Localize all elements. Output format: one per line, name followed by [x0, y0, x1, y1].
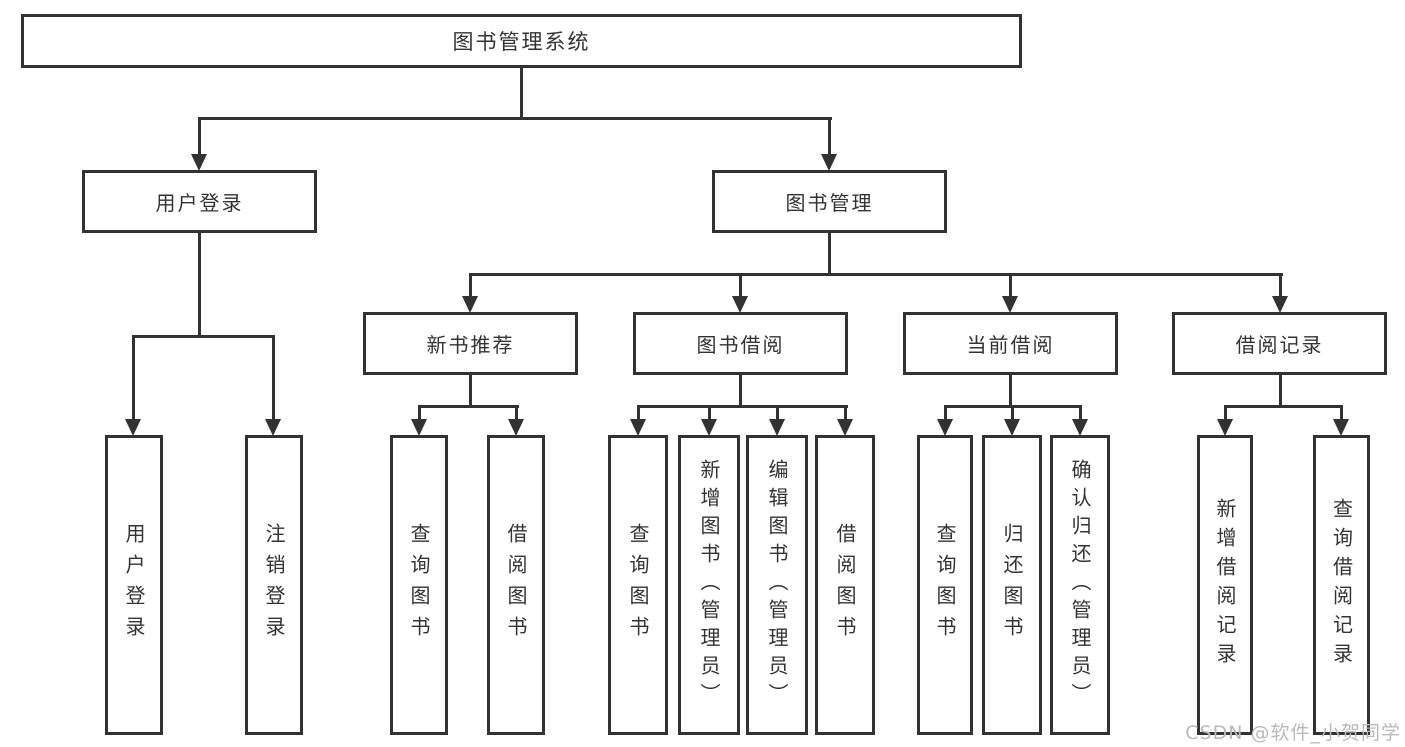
node-current-borrow-label: 当前借阅 — [966, 333, 1055, 357]
connector-root-stub — [520, 66, 523, 120]
csdn-watermark: CSDN @软件_小贺同学 — [1185, 722, 1401, 744]
arrow-down-icon — [508, 419, 524, 436]
connector-stem — [828, 117, 831, 158]
leaf-return-book: 归还图书 — [982, 435, 1042, 735]
arrow-down-icon — [769, 419, 785, 436]
node-book-management: 图书管理 — [712, 170, 947, 233]
leaf-logout-label: 注销登录 — [262, 523, 286, 647]
arrow-down-icon — [1272, 296, 1288, 313]
arrow-down-icon — [837, 419, 853, 436]
node-user-login: 用户登录 — [82, 170, 317, 233]
leaf-borrow-book-label: 借阅图书 — [833, 523, 857, 647]
connector-stem — [944, 405, 947, 421]
connector-stem — [272, 335, 275, 421]
leaf-add-book-admin-label: 新增图书（管理员） — [697, 459, 721, 711]
connector-stem — [198, 117, 201, 158]
node-borrow-records-label: 借阅记录 — [1235, 333, 1324, 357]
connector-stem — [776, 405, 779, 421]
arrow-down-icon — [462, 296, 478, 313]
connector-stem — [708, 405, 711, 421]
leaf-recommend-query-books: 查询图书 — [390, 435, 448, 735]
node-user-login-label: 用户登录 — [155, 191, 244, 215]
leaf-recommend-borrow-books-label: 借阅图书 — [504, 523, 528, 647]
arrow-down-icon — [1072, 419, 1088, 436]
leaf-confirm-return-admin-label: 确认归还（管理员） — [1068, 459, 1092, 711]
leaf-user-login: 用户登录 — [105, 435, 163, 735]
connector-rail — [637, 405, 848, 408]
connector-stem — [844, 405, 847, 421]
node-root-label: 图书管理系统 — [452, 30, 591, 54]
connector-stem — [1011, 405, 1014, 421]
leaf-recommend-borrow-books: 借阅图书 — [487, 435, 545, 735]
leaf-current-query-books: 查询图书 — [917, 435, 973, 735]
connector-rail — [418, 405, 519, 408]
connector-stub — [828, 231, 831, 275]
arrow-down-icon — [821, 154, 837, 171]
node-book-management-label: 图书管理 — [785, 191, 874, 215]
arrow-down-icon — [191, 154, 207, 171]
arrow-down-icon — [1002, 296, 1018, 313]
connector-stub — [739, 373, 742, 408]
node-book-borrow: 图书借阅 — [633, 312, 848, 375]
arrow-down-icon — [1004, 419, 1020, 436]
leaf-user-login-label: 用户登录 — [122, 523, 146, 647]
leaf-confirm-return-admin: 确认归还（管理员） — [1050, 435, 1110, 735]
leaf-edit-book-admin-label: 编辑图书（管理员） — [765, 459, 789, 711]
node-book-borrow-label: 图书借阅 — [696, 333, 785, 357]
node-root: 图书管理系统 — [21, 14, 1022, 68]
arrow-down-icon — [265, 419, 281, 436]
connector-stem — [1079, 405, 1082, 421]
connector-stem — [1009, 273, 1012, 298]
connector-level3-rail — [469, 273, 1283, 276]
leaf-query-borrow-record: 查询借阅记录 — [1313, 435, 1370, 735]
leaf-recommend-query-books-label: 查询图书 — [407, 523, 431, 647]
connector-rail — [1224, 405, 1343, 408]
connector-stem — [739, 273, 742, 298]
connector-stem — [637, 405, 640, 421]
node-new-book-recommend-label: 新书推荐 — [426, 333, 515, 357]
leaf-borrow-book: 借阅图书 — [815, 435, 875, 735]
leaf-logout: 注销登录 — [245, 435, 303, 735]
node-new-book-recommend: 新书推荐 — [363, 312, 578, 375]
connector-stub — [1009, 373, 1012, 408]
connector-rail — [132, 335, 275, 338]
connector-stem — [1279, 273, 1282, 298]
leaf-current-query-books-label: 查询图书 — [933, 523, 957, 647]
leaf-edit-book-admin: 编辑图书（管理员） — [746, 435, 808, 735]
arrow-down-icon — [630, 419, 646, 436]
connector-stem — [1224, 405, 1227, 421]
arrow-down-icon — [732, 296, 748, 313]
arrow-down-icon — [1217, 419, 1233, 436]
arrow-down-icon — [701, 419, 717, 436]
connector-stub — [1279, 373, 1282, 408]
connector-level1-rail — [198, 117, 832, 120]
arrow-down-icon — [411, 419, 427, 436]
connector-stub — [198, 231, 201, 336]
leaf-query-borrow-record-label: 查询借阅记录 — [1329, 498, 1354, 672]
leaf-add-book-admin: 新增图书（管理员） — [678, 435, 740, 735]
arrow-down-icon — [125, 419, 141, 436]
leaf-borrow-query-books-label: 查询图书 — [626, 523, 650, 647]
node-current-borrow: 当前借阅 — [903, 312, 1118, 375]
node-borrow-records: 借阅记录 — [1172, 312, 1387, 375]
arrow-down-icon — [937, 419, 953, 436]
connector-stem — [132, 335, 135, 421]
arrow-down-icon — [1333, 419, 1349, 436]
leaf-borrow-query-books: 查询图书 — [608, 435, 668, 735]
connector-stem — [469, 273, 472, 298]
connector-stem — [1340, 405, 1343, 421]
leaf-return-book-label: 归还图书 — [1000, 523, 1024, 647]
connector-stem — [515, 405, 518, 421]
connector-stub — [469, 373, 472, 408]
connector-stem — [418, 405, 421, 421]
leaf-add-borrow-record: 新增借阅记录 — [1197, 435, 1253, 735]
leaf-add-borrow-record-label: 新增借阅记录 — [1213, 498, 1237, 672]
